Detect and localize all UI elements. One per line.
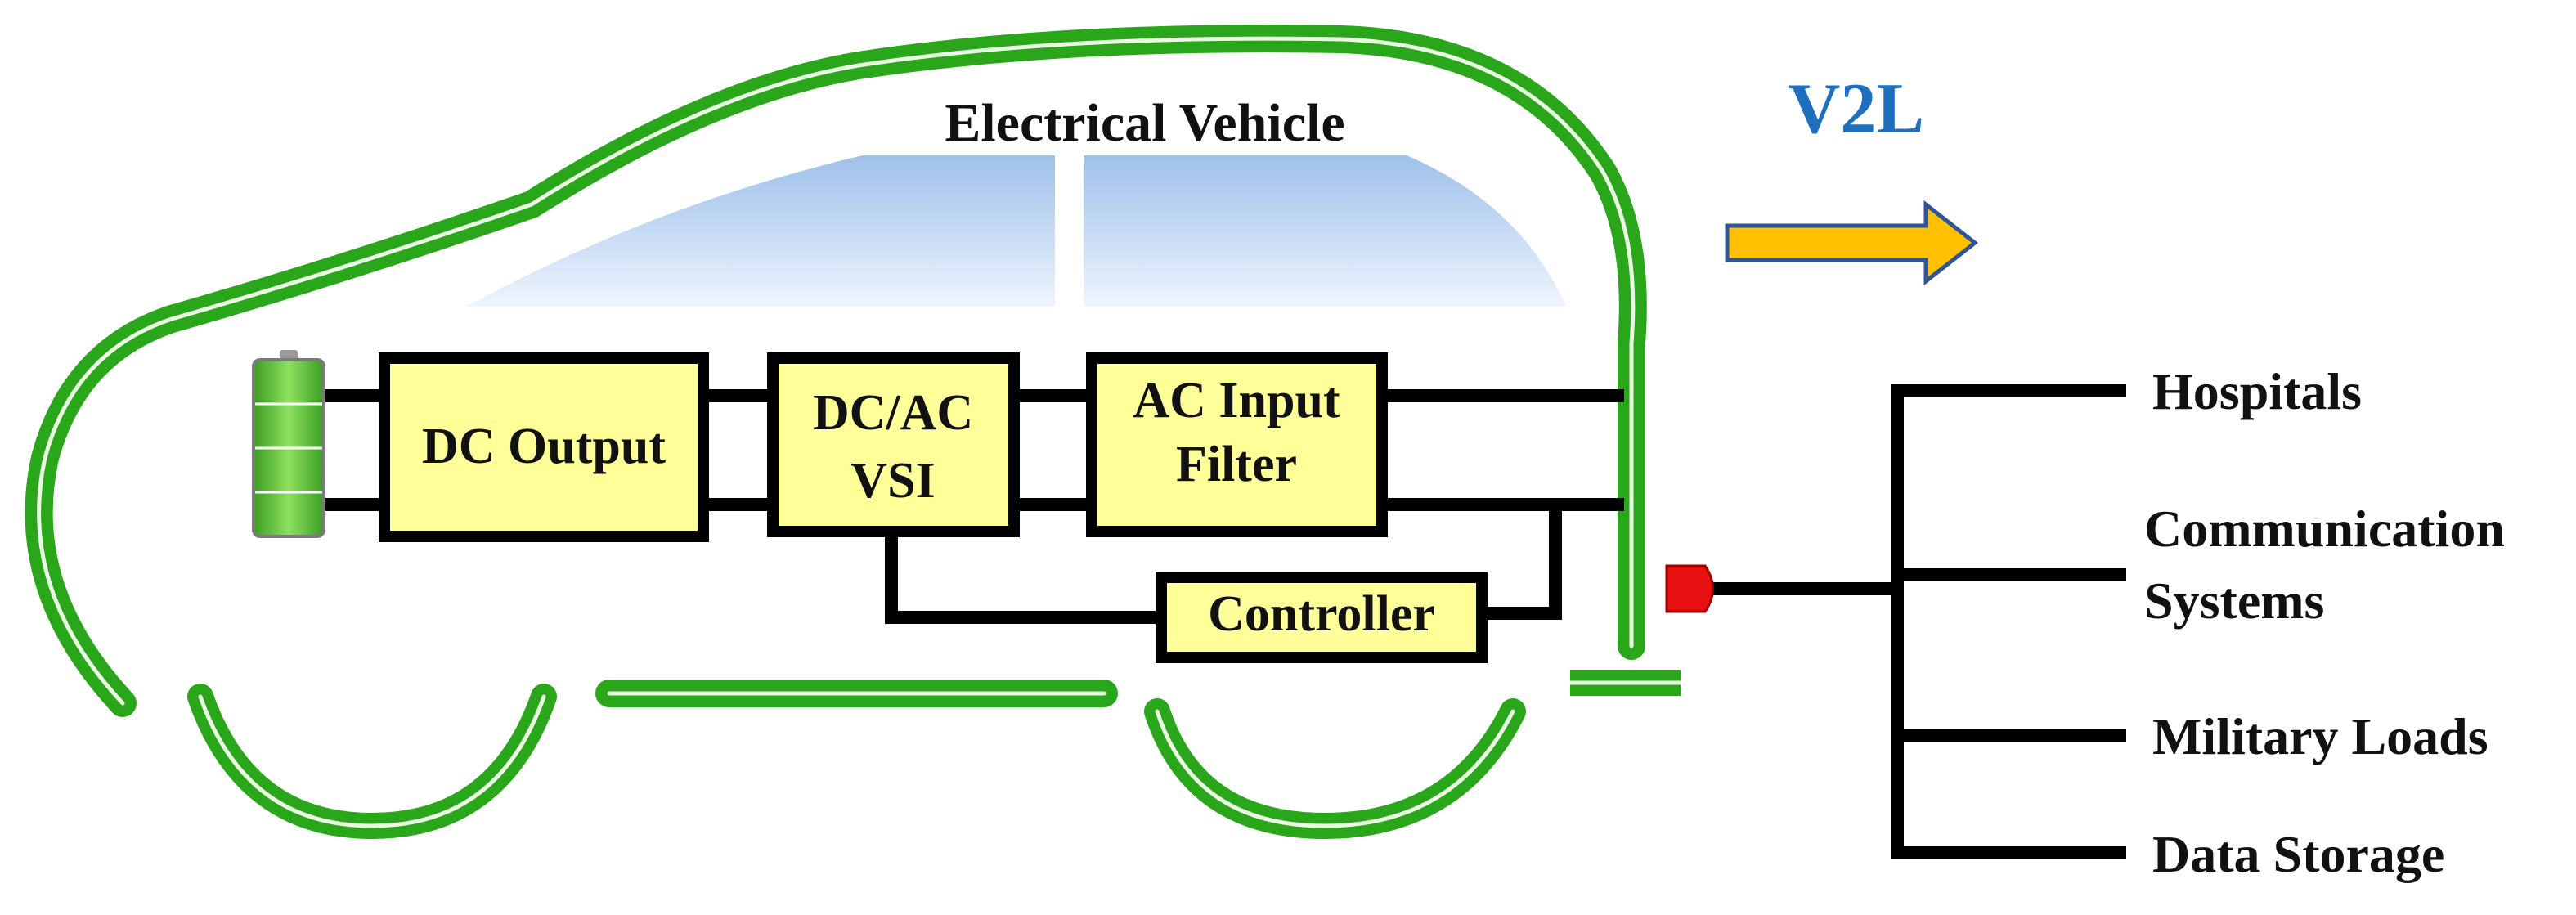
rear-wheel-arch (187, 684, 557, 840)
load-data-storage: Data Storage (2152, 825, 2444, 883)
diagram-title: Electrical Vehicle (945, 93, 1344, 153)
front-window (466, 155, 1055, 307)
load-communication-line1: Communication (2144, 500, 2505, 558)
rear-window (1084, 155, 1566, 307)
dc-ac-label-line2: VSI (850, 453, 935, 509)
dc-output-label: DC Output (422, 419, 666, 474)
load-communication-line2: Systems (2144, 572, 2324, 630)
v2l-label: V2L (1788, 70, 1924, 149)
ac-filter-label-line1: AC Input (1133, 373, 1340, 428)
load-hospitals: Hospitals (2152, 362, 2362, 420)
dc-ac-label-line1: DC/AC (813, 385, 973, 441)
battery-icon (252, 350, 325, 538)
controller-label: Controller (1208, 586, 1435, 642)
arrow-right-icon (1725, 200, 1979, 286)
car-body (25, 25, 1681, 840)
wiring (325, 384, 2126, 859)
controller-block: Controller (1156, 572, 1488, 663)
loads: Hospitals Communication Systems Military… (2144, 362, 2505, 883)
dc-ac-vsi-block: DC/AC VSI (767, 352, 1020, 537)
ac-input-filter-block: AC Input Filter (1086, 352, 1388, 537)
title-backdrop (867, 88, 1423, 155)
front-wheel-arch (1144, 698, 1526, 840)
plug-icon (1665, 564, 1714, 613)
dc-output-block: DC Output (379, 352, 709, 542)
car-windows (466, 88, 1566, 307)
load-military: Military Loads (2152, 707, 2488, 765)
ac-filter-label-line2: Filter (1176, 437, 1297, 492)
